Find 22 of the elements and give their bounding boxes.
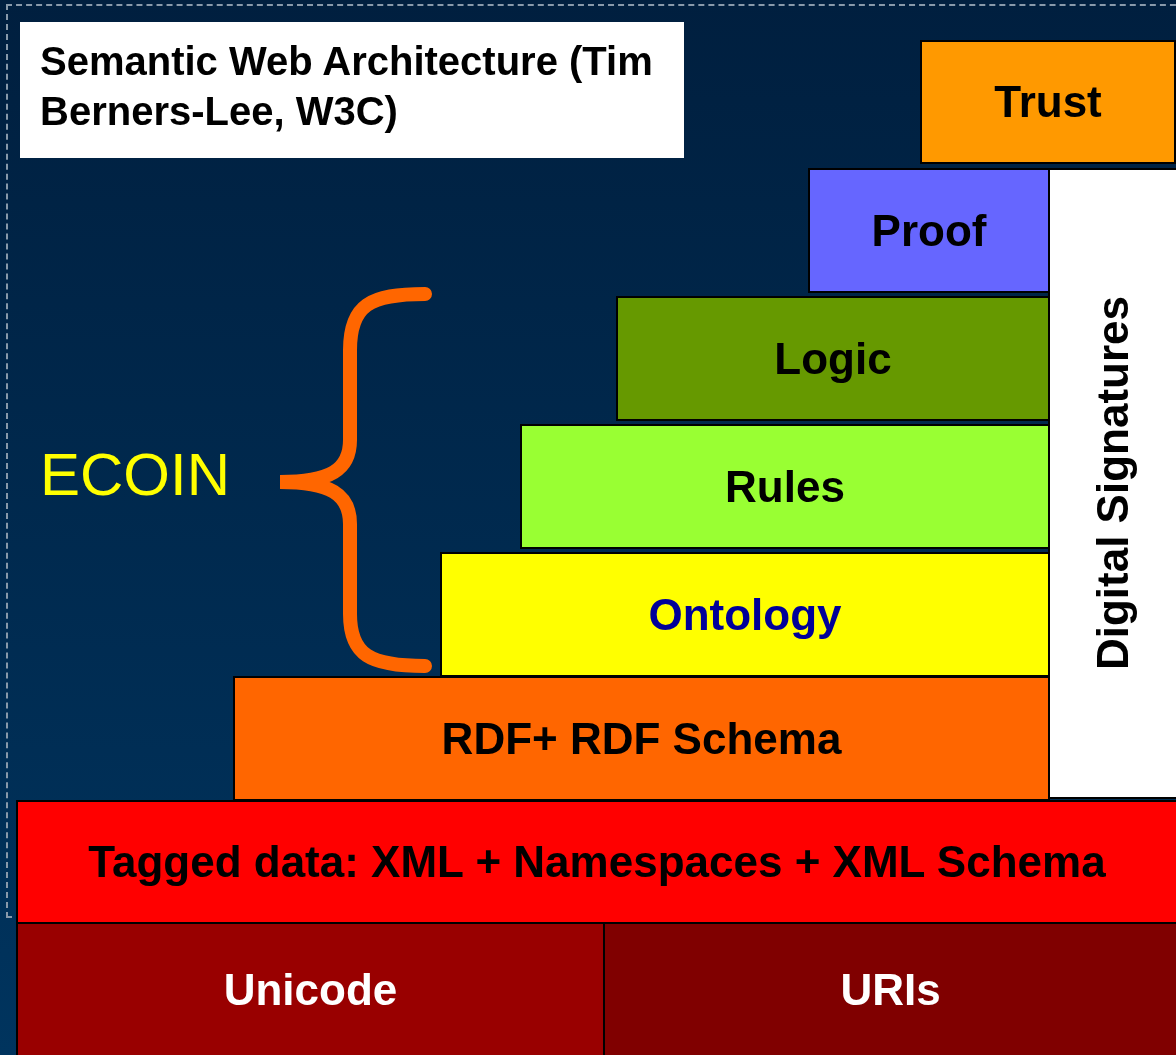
layer-label: Digital Signatures <box>1088 296 1138 671</box>
layer-box <box>1048 168 1176 799</box>
layer-label: RDF+ RDF Schema <box>441 713 842 764</box>
layer-box <box>808 168 1050 293</box>
layer-box <box>920 40 1176 164</box>
layer-label: URIs <box>840 964 941 1015</box>
annotation-label: ECOIN <box>40 440 231 509</box>
layer-box <box>616 296 1050 421</box>
layer-label: Unicode <box>223 964 398 1015</box>
layer-box <box>233 676 1050 801</box>
layer-box <box>16 800 1176 924</box>
layer-label: Tagged data: XML + Namespaces + XML Schema <box>88 837 1106 887</box>
layer-box <box>440 552 1050 677</box>
layer-label: Logic <box>774 333 892 384</box>
layer-label: Ontology <box>648 589 842 640</box>
layer-box <box>16 922 605 1055</box>
layer-label: Trust <box>994 77 1102 127</box>
layer-label: Rules <box>725 461 845 512</box>
layer-box <box>603 922 1176 1055</box>
layer-label: Proof <box>871 205 987 256</box>
layer-box <box>520 424 1050 549</box>
title: Semantic Web Architecture (Tim Berners-Lee, W3C) <box>20 22 684 158</box>
